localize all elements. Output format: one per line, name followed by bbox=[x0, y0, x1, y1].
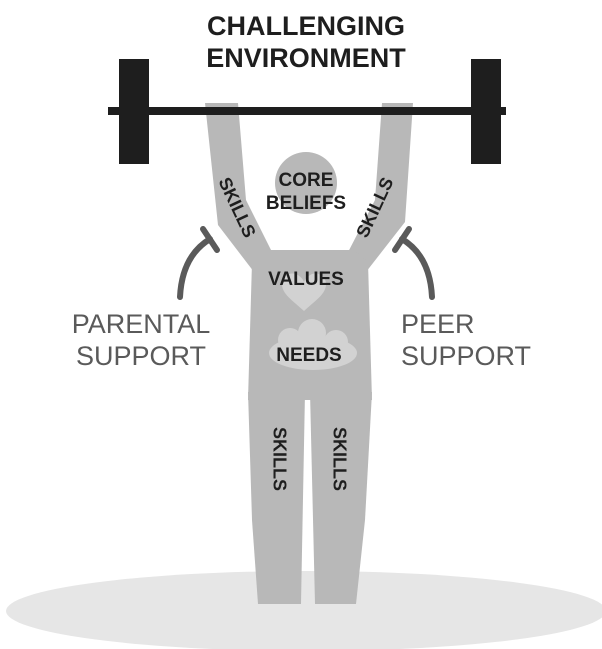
right-support-arrow bbox=[392, 226, 435, 300]
ground-shadow bbox=[6, 571, 602, 649]
chest-label: VALUES bbox=[268, 269, 344, 290]
right-support-line-1: PEER bbox=[401, 309, 475, 339]
left-support-line-2: SUPPORT bbox=[76, 341, 206, 371]
heart-shape bbox=[282, 273, 326, 311]
right-leg-label: SKILLS bbox=[329, 427, 349, 491]
right-support-line-2: SUPPORT bbox=[401, 341, 531, 371]
head-label-line-2: BELIEFS bbox=[266, 193, 346, 214]
belly-label: NEEDS bbox=[276, 345, 341, 366]
title-line-1: CHALLENGING bbox=[207, 11, 405, 41]
barbell bbox=[108, 59, 506, 164]
left-support-arrow bbox=[177, 226, 220, 300]
title-line-2: ENVIRONMENT bbox=[206, 43, 406, 73]
cloud-shape bbox=[269, 319, 357, 370]
left-support-line-1: PARENTAL bbox=[72, 309, 211, 339]
head-label-line-1: CORE bbox=[279, 170, 334, 191]
left-leg-label: SKILLS bbox=[269, 427, 289, 491]
